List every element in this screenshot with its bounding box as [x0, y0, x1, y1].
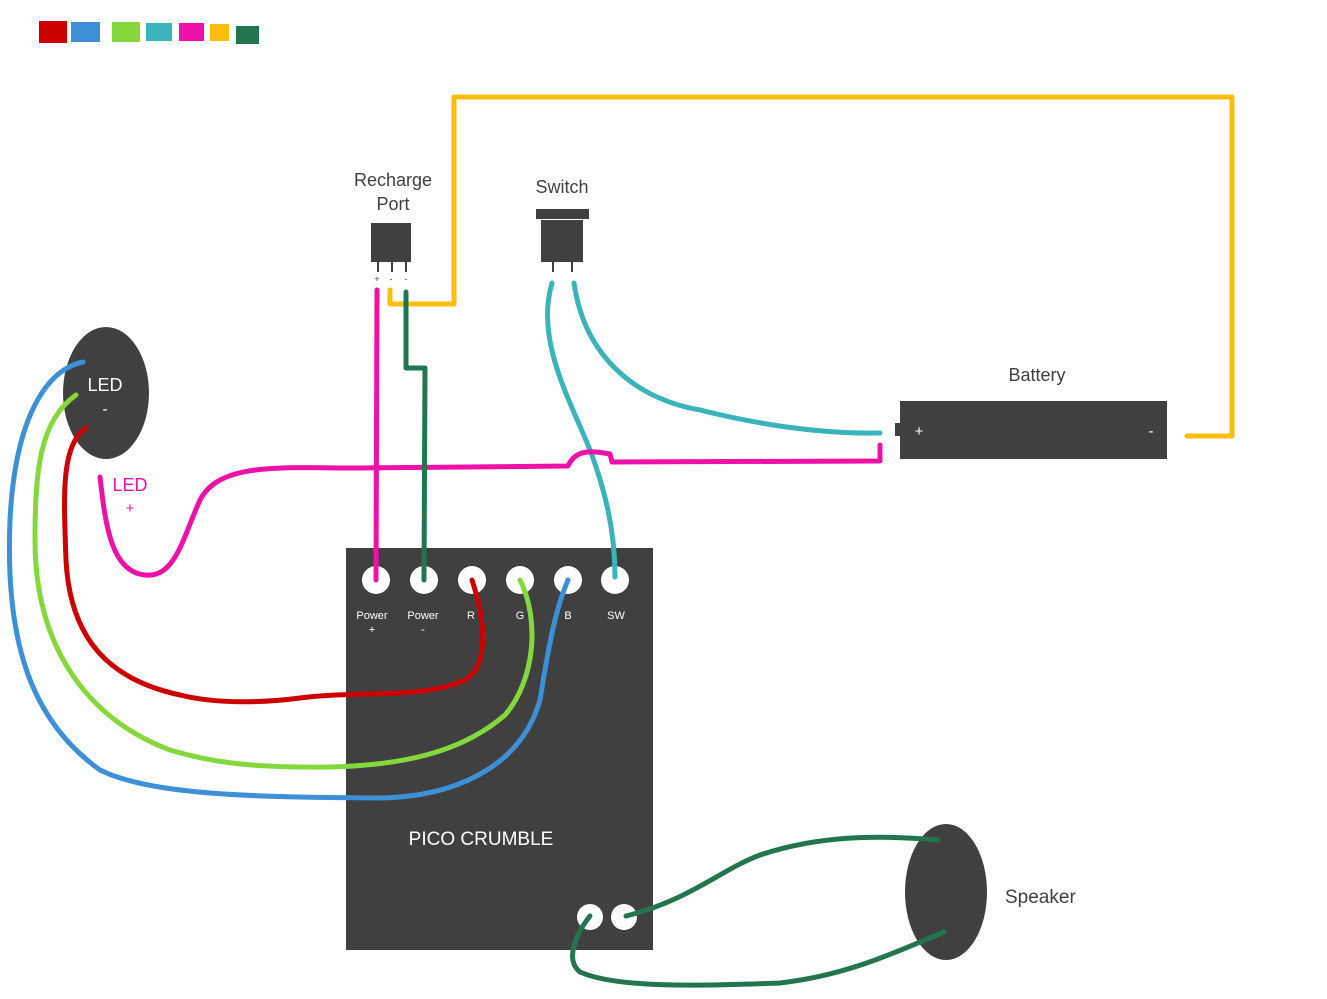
wire-teal-battery[interactable]	[571, 280, 883, 436]
pin-label-power-plus-2: +	[369, 624, 375, 636]
swatch-green[interactable]	[112, 22, 140, 42]
battery-component[interactable]	[895, 401, 1167, 459]
recharge-pin-label-2: -	[390, 274, 393, 284]
wire-teal-sw[interactable]	[545, 280, 618, 580]
swatch-dark-green[interactable]	[236, 26, 259, 44]
wire-yellow[interactable]	[387, 94, 1235, 439]
color-swatches	[39, 21, 259, 44]
swatch-yellow[interactable]	[210, 24, 229, 41]
pico-title: PICO CRUMBLE	[409, 829, 554, 850]
swatch-red[interactable]	[39, 21, 67, 43]
led-label: LED	[87, 375, 122, 395]
wires	[6, 94, 1235, 988]
recharge-port-label-2: Port	[376, 194, 409, 214]
pin-sw[interactable]	[601, 566, 629, 594]
wire-speaker-top[interactable]	[623, 834, 941, 919]
switch-label: Switch	[535, 177, 588, 197]
battery-label: Battery	[1008, 365, 1065, 385]
recharge-pin-label-3: -	[405, 274, 408, 284]
battery-minus: -	[1149, 423, 1154, 440]
wire-dark-green-power[interactable]	[403, 289, 428, 583]
pin-label-b: B	[564, 610, 571, 622]
switch-component[interactable]	[536, 209, 589, 272]
speaker-label: Speaker	[1005, 887, 1076, 908]
pico-crumble-board[interactable]	[346, 548, 653, 950]
recharge-port-label: Recharge	[354, 170, 432, 190]
wire-magenta-power[interactable]	[373, 287, 380, 583]
labels: Recharge Port + - - Switch Battery + - L…	[87, 170, 1153, 908]
swatch-magenta[interactable]	[179, 23, 204, 41]
swatch-blue[interactable]	[71, 22, 100, 42]
led-plus-sign: +	[126, 500, 135, 517]
recharge-port-component[interactable]	[371, 223, 411, 272]
pin-label-g: G	[516, 610, 525, 622]
wire-red[interactable]	[62, 425, 486, 705]
swatch-teal[interactable]	[146, 23, 172, 41]
led-minus: -	[102, 401, 107, 418]
wire-green[interactable]	[32, 392, 535, 770]
wire-blue[interactable]	[6, 359, 571, 801]
led-plus-label: LED	[112, 475, 147, 495]
pin-label-sw: SW	[607, 610, 625, 622]
wire-speaker-bottom[interactable]	[570, 913, 947, 988]
battery-plus: +	[915, 423, 924, 440]
pin-label-power-minus: Power	[407, 610, 439, 622]
wire-magenta-main[interactable]	[97, 442, 883, 578]
pin-label-power-minus-2: -	[421, 624, 425, 636]
pin-label-power-plus: Power	[356, 610, 388, 622]
pin-label-r: R	[467, 610, 475, 622]
speaker-component[interactable]	[905, 824, 987, 960]
recharge-pin-label-1: +	[374, 274, 379, 284]
